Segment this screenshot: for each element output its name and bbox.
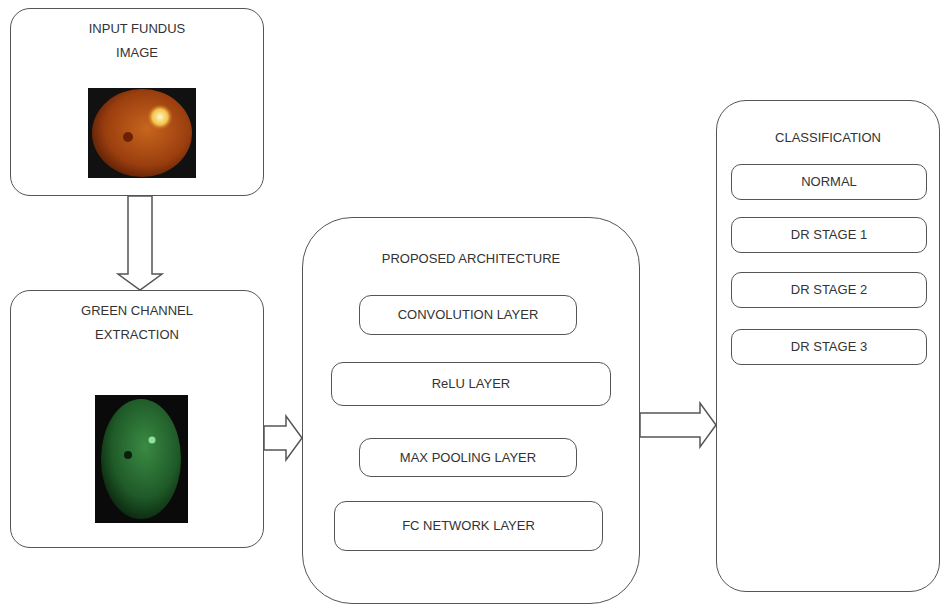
layer-box: NORMAL: [731, 164, 927, 200]
retina: [92, 89, 192, 177]
stage-box: INPUT FUNDUS IMAGE: [10, 8, 264, 196]
box-heading: PROPOSED ARCHITECTURE: [321, 247, 621, 271]
green-channel-image: [95, 395, 188, 523]
retina: [101, 399, 181, 519]
box-label: DR STAGE 2: [783, 278, 875, 302]
box-label: FC NETWORK LAYER: [394, 514, 543, 538]
layer-box: ReLU LAYER: [331, 362, 611, 406]
stage-box: CLASSIFICATION NORMAL DR STAGE 1 DR STAGE 2…: [716, 100, 940, 592]
macula: [123, 132, 133, 142]
box-label: ReLU LAYER: [424, 372, 519, 396]
layer-box: MAX POOLING LAYER: [359, 438, 577, 477]
box-label: CONVOLUTION LAYER: [390, 303, 547, 327]
box-label: DR STAGE 1: [783, 223, 875, 247]
optic-disc: [149, 437, 156, 444]
layer-box: DR STAGE 2: [731, 272, 927, 308]
layer-box: DR STAGE 3: [731, 329, 927, 365]
macula: [124, 451, 132, 459]
box-label: MAX POOLING LAYER: [392, 446, 544, 470]
layer-box: FC NETWORK LAYER: [334, 501, 603, 551]
box-heading: INPUT FUNDUS IMAGE: [76, 17, 198, 65]
box-label: NORMAL: [793, 170, 865, 194]
box-label: DR STAGE 3: [783, 335, 875, 359]
box-heading: GREEN CHANNEL EXTRACTION: [76, 299, 198, 347]
layer-box: CONVOLUTION LAYER: [359, 295, 577, 335]
box-heading: CLASSIFICATION: [723, 126, 933, 150]
layer-box: DR STAGE 1: [731, 217, 927, 253]
block-arrow: [264, 416, 302, 460]
fundus-image: [88, 88, 196, 178]
block-arrow: [118, 196, 162, 290]
stage-box: GREEN CHANNEL EXTRACTION: [10, 290, 264, 548]
optic-disc: [147, 104, 173, 130]
stage-box: PROPOSED ARCHITECTURE CONVOLUTION LAYER Re…: [302, 217, 640, 604]
block-arrow: [640, 403, 716, 447]
image-frame: [88, 88, 196, 178]
image-frame: [95, 395, 188, 523]
